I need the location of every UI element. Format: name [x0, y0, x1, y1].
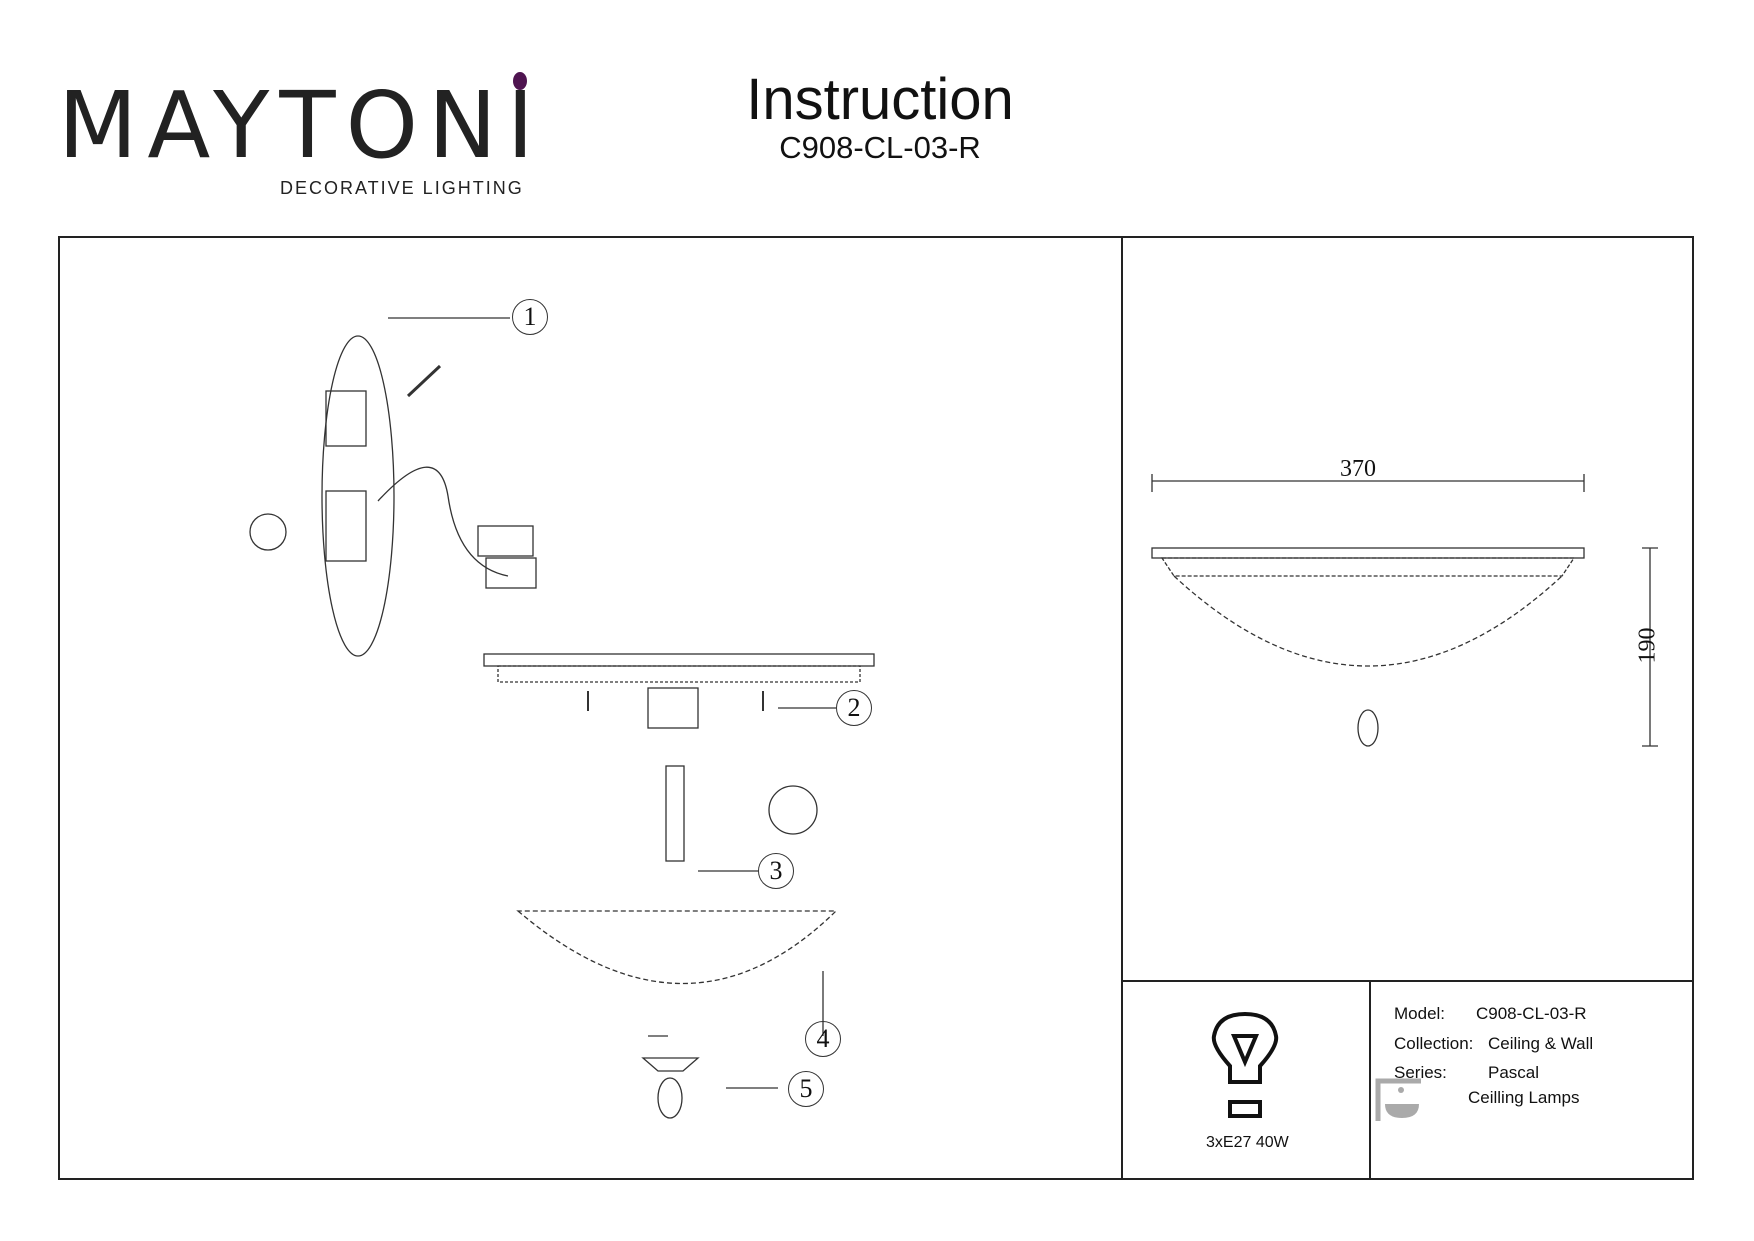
rod	[665, 765, 685, 862]
bulb-drawing	[768, 785, 818, 835]
category-label: Ceilling Lamps	[1468, 1088, 1580, 1107]
brand-logo: MAYTONI	[58, 72, 544, 179]
glass-bowl	[516, 910, 838, 985]
dimension-drawing	[1151, 474, 1658, 747]
step-4: 4	[805, 1021, 841, 1057]
step-2: 2	[836, 690, 872, 726]
finial	[657, 1077, 683, 1119]
bulb-spec: 3xE27 40W	[1206, 1134, 1289, 1151]
ceiling-lamp-icon	[1375, 1078, 1421, 1121]
step-3: 3	[758, 853, 794, 889]
ground-icon	[249, 513, 287, 551]
collection-value: Ceiling & Wall	[1488, 1034, 1594, 1053]
bulb-icon	[1211, 1011, 1279, 1118]
step-1: 1	[512, 299, 548, 335]
series-value: Pascal	[1488, 1063, 1540, 1082]
lamp-rim	[1151, 547, 1585, 559]
screwdriver-icon	[406, 364, 442, 398]
step-5: 5	[788, 1071, 824, 1107]
wall-box-outline	[321, 335, 395, 657]
height-value: 190	[1634, 627, 1661, 664]
assembly-diagram	[249, 317, 875, 1119]
divider	[1121, 236, 1123, 1180]
collection-label: Collection:	[1394, 1034, 1474, 1053]
series-label: Series:	[1394, 1063, 1447, 1082]
width-value: 370	[1340, 456, 1376, 482]
divider	[1121, 980, 1694, 982]
ceiling-plate	[483, 653, 875, 667]
finial-top	[641, 1057, 700, 1072]
divider	[1369, 980, 1371, 1180]
terminal-block	[325, 390, 367, 447]
junction-box	[325, 490, 367, 562]
wire	[377, 466, 509, 577]
lamp-finial	[1357, 709, 1379, 747]
bracket	[647, 687, 699, 729]
lamp-bowl	[1173, 575, 1563, 667]
height-dimension-line	[1642, 547, 1658, 747]
page-title: Instruction	[746, 67, 1014, 132]
model-value: C908-CL-03-R	[1476, 1004, 1587, 1023]
connector	[485, 557, 537, 589]
content-frame	[58, 236, 1694, 1180]
model-label: Model:	[1394, 1004, 1446, 1023]
brand-tagline: DECORATIVE LIGHTING	[280, 178, 524, 198]
logo-dot	[513, 72, 527, 90]
width-dimension-line	[1151, 474, 1585, 492]
ceiling-rim	[497, 665, 861, 683]
model-heading: C908-CL-03-R	[779, 130, 981, 165]
connector	[477, 525, 534, 557]
lamp-band	[1160, 557, 1576, 577]
screws	[587, 691, 764, 711]
